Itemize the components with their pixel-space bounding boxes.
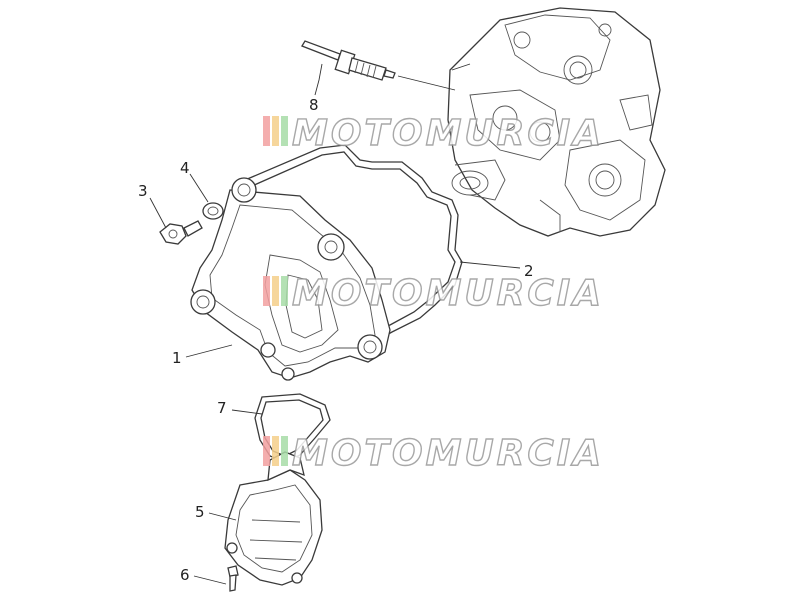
housing-screw <box>227 565 239 592</box>
watermark-text: MOTOMURCIA <box>292 433 604 474</box>
callout-1: 1 <box>172 349 182 367</box>
callout-8: 8 <box>309 96 319 114</box>
cover-bolt <box>159 220 203 245</box>
watermark-text: MOTOMURCIA <box>292 273 604 314</box>
valve-cover <box>190 177 391 381</box>
callout-2: 2 <box>524 262 534 280</box>
callout-6: 6 <box>180 566 190 584</box>
callout-labels: 8 2 3 4 1 7 5 6 <box>138 96 534 584</box>
cylinder-head <box>447 7 666 237</box>
watermark-2: MOTOMURCIA <box>263 272 604 315</box>
callout-5: 5 <box>195 503 205 521</box>
callout-4: 4 <box>180 159 190 177</box>
leader-lines <box>149 63 521 585</box>
callout-3: 3 <box>138 182 148 200</box>
watermark-1: MOTOMURCIA <box>263 112 604 155</box>
spark-plug <box>301 40 396 81</box>
seal-washer <box>202 202 224 220</box>
callout-7: 7 <box>217 399 227 417</box>
watermark-text: MOTOMURCIA <box>292 113 604 154</box>
breather-housing <box>224 451 323 586</box>
watermark-3: MOTOMURCIA <box>263 432 604 475</box>
